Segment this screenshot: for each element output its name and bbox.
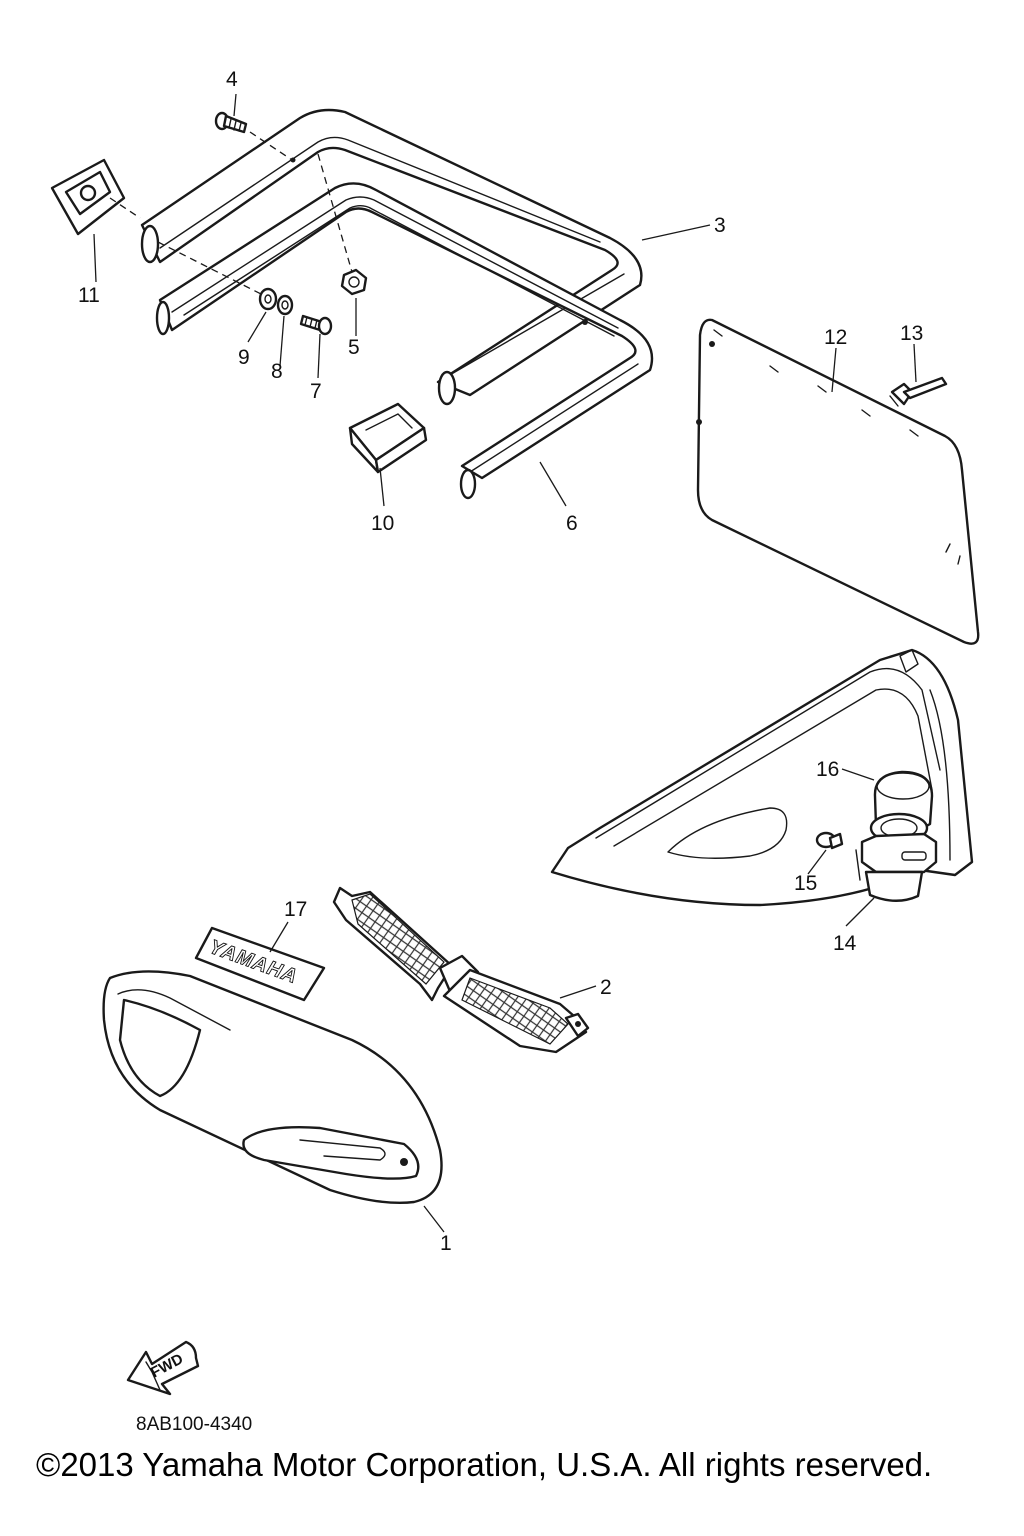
copyright-notice: ©2013 Yamaha Motor Corporation, U.S.A. A… [36,1446,932,1483]
part-12-panel [696,318,980,645]
callout-16: 16 [816,758,839,781]
leader-lines [93,93,917,1233]
fwd-arrow: FWD [126,1340,200,1396]
callout-12: 12 [824,326,847,349]
part-15-plug [815,831,844,850]
part-8-washer [276,294,294,316]
callout-1: 1 [440,1232,452,1255]
callout-2: 2 [600,976,612,999]
callout-5: 5 [348,336,360,359]
callout-17: 17 [284,898,307,921]
part-14-fitting [860,812,938,902]
callout-8: 8 [271,360,283,383]
assembly-line-washer [157,241,266,297]
callout-7: 7 [310,380,322,403]
part-13-rivet [889,376,948,407]
assembly-line-nut-5 [317,153,353,273]
callout-labels: 4 3 11 9 8 7 5 12 13 10 6 16 15 14 17 2 … [78,68,923,1255]
part-2-grille [332,886,590,1054]
part-10-pad [348,402,428,474]
part-3-rail-frame [140,108,643,406]
callout-3: 3 [714,214,726,237]
part-11-bracket [50,158,141,236]
assembly-line-bolt-4 [249,131,293,161]
part-9-washer [258,287,278,311]
part-5-nut [340,268,368,296]
callout-13: 13 [900,322,923,345]
part-6-lower-rail [155,182,654,500]
callout-11: 11 [78,284,100,307]
callout-9: 9 [238,346,250,369]
part-4-bolt [214,111,248,134]
callout-15: 15 [794,872,817,895]
callout-6: 6 [566,512,578,535]
callout-14: 14 [833,932,857,955]
callout-4: 4 [226,68,238,91]
part-7-screw [299,314,333,336]
part-1-cover [102,970,443,1204]
drawing-code: 8AB100-4340 [136,1414,252,1435]
callout-10: 10 [371,512,394,535]
